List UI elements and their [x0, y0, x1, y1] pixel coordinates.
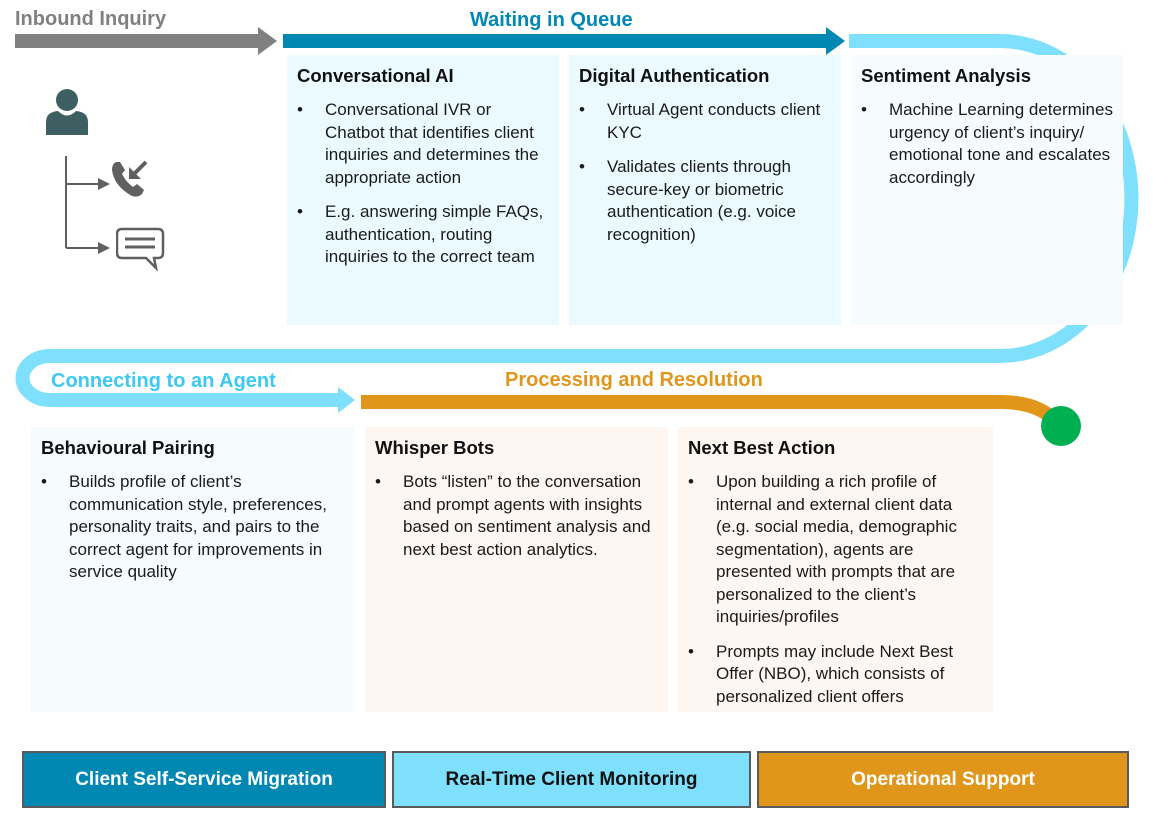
card-bullet: • Builds profile of client’s communicatio… — [41, 471, 344, 584]
card-bullet: • Prompts may include Next Best Offer (NB… — [688, 641, 983, 709]
bullet-text: Virtual Agent conducts client KYC — [607, 100, 821, 142]
bullet-dot: • — [861, 100, 867, 119]
card-bullet: • Validates clients through secure-key or… — [579, 156, 831, 246]
legend-client-self-service-migration: Client Self-Service Migration — [22, 751, 386, 808]
bullet-text: Upon building a rich profile of internal… — [716, 472, 957, 626]
bullet-dot: • — [688, 641, 694, 661]
card-bullet: • Machine Learning determines urgency of … — [861, 99, 1113, 189]
bullet-dot: • — [41, 472, 47, 491]
bullet-dot: • — [579, 157, 585, 176]
bullet-dot: • — [297, 100, 303, 119]
card-whisper-bots: Whisper Bots • Bots “listen” to the conve… — [365, 427, 668, 712]
bullet-text: Builds profile of client’s communication… — [69, 472, 327, 581]
connecting-arrow-head — [338, 387, 355, 413]
card-next-best-action: Next Best Action • Upon building a rich p… — [678, 427, 993, 712]
legend-operational-support: Operational Support — [757, 751, 1129, 808]
card-bullet: • Bots “listen” to the conversation and p… — [375, 471, 658, 561]
card-title: Next Best Action — [688, 437, 836, 458]
bullet-dot: • — [688, 472, 694, 491]
card-behavioural-pairing: Behavioural Pairing • Builds profile of c… — [31, 427, 354, 712]
stage-label-processing: Processing and Resolution — [505, 369, 763, 391]
inbound-arrow — [15, 27, 277, 55]
card-title: Sentiment Analysis — [861, 65, 1031, 86]
stage-label-connecting: Connecting to an Agent — [51, 370, 276, 392]
channel-connector — [64, 156, 114, 261]
bullet-text: Prompts may include Next Best Offer (NBO… — [716, 641, 954, 706]
bullet-dot: • — [375, 472, 381, 491]
card-title: Digital Authentication — [579, 65, 770, 86]
bullet-text: Validates clients through secure-key or … — [607, 157, 797, 244]
processing-line — [361, 395, 1064, 429]
card-title: Whisper Bots — [375, 437, 495, 458]
card-bullet: • Virtual Agent conducts client KYC — [579, 99, 831, 144]
bullet-dot: • — [579, 100, 585, 119]
bullet-text: Conversational IVR or Chatbot that ident… — [325, 100, 539, 187]
card-title: Behavioural Pairing — [41, 437, 215, 458]
chat-message-icon — [115, 227, 166, 276]
bullet-text: Machine Learning determines urgency of c… — [889, 100, 1113, 187]
queue-arrow — [283, 27, 845, 55]
legend-real-time-client-monitoring: Real-Time Client Monitoring — [392, 751, 751, 808]
card-bullet: • Upon building a rich profile of interna… — [688, 471, 983, 629]
incoming-call-icon — [110, 158, 152, 205]
stage-label-inbound: Inbound Inquiry — [15, 8, 167, 30]
bullet-text: Bots “listen” to the conversation and pr… — [403, 472, 651, 559]
stage-label-queue: Waiting in Queue — [470, 9, 633, 31]
card-conversational-ai: Conversational AI • Conversational IVR or… — [287, 55, 559, 325]
person-icon — [44, 88, 90, 141]
bullet-text: E.g. answering simple FAQs, authenticati… — [325, 202, 544, 266]
bullet-dot: • — [297, 202, 303, 221]
card-bullet: • Conversational IVR or Chatbot that iden… — [297, 99, 549, 189]
card-bullet: • E.g. answering simple FAQs, authenticat… — [297, 201, 549, 269]
card-sentiment-analysis: Sentiment Analysis • Machine Learning det… — [851, 55, 1123, 325]
card-title: Conversational AI — [297, 65, 454, 86]
card-digital-authentication: Digital Authentication • Virtual Agent co… — [569, 55, 841, 325]
end-marker — [1041, 406, 1081, 446]
